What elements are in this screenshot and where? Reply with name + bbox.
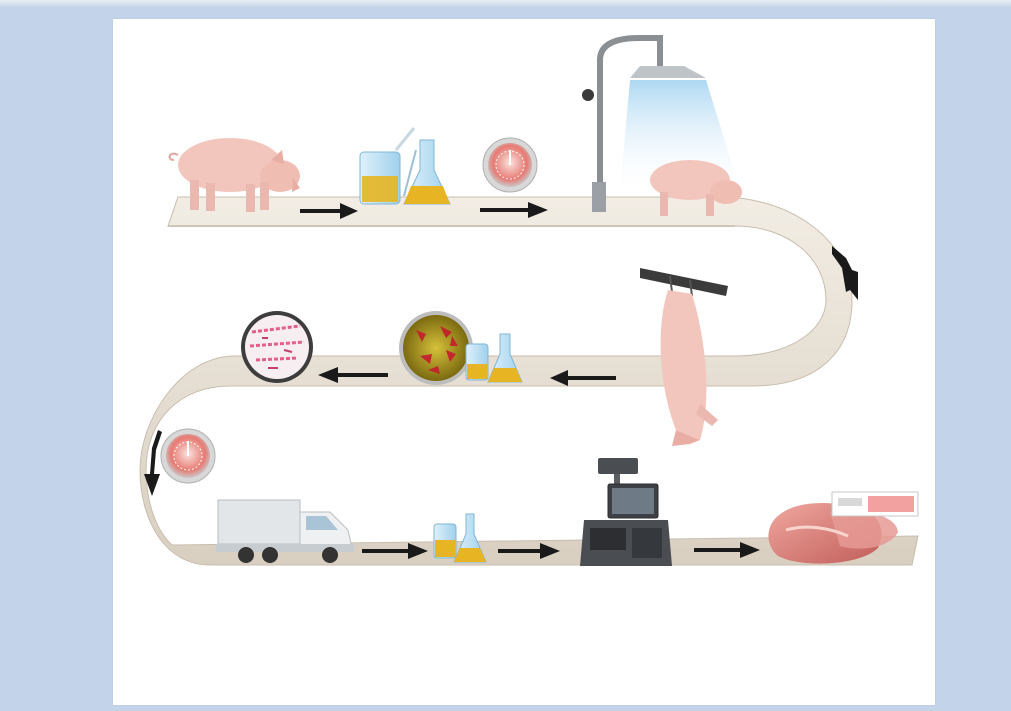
bacteria-culture-icon bbox=[399, 311, 522, 385]
lab-glassware-icon-2 bbox=[434, 514, 486, 562]
lab-glassware-icon bbox=[360, 128, 450, 204]
cash-register-icon bbox=[580, 458, 672, 566]
temperature-gauge-icon bbox=[483, 138, 537, 192]
temperature-gauge-icon-2 bbox=[161, 429, 215, 483]
shower-pig-icon bbox=[582, 38, 742, 216]
microscope-tissue-icon bbox=[241, 311, 313, 383]
